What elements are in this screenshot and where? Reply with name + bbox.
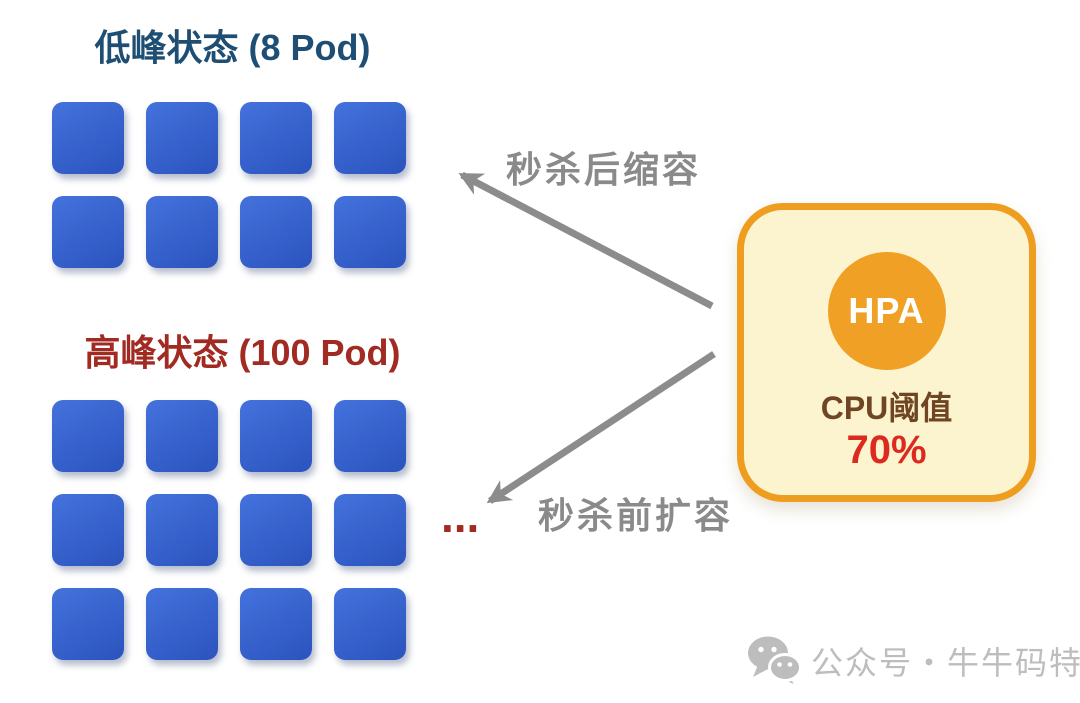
cpu-threshold-label: CPU阈值: [820, 390, 953, 426]
pod-square: [146, 588, 218, 660]
scale-down-label: 秒杀后缩容: [506, 149, 702, 190]
high-state-pod-grid: [52, 400, 406, 660]
cpu-threshold-value: 70%: [846, 428, 927, 472]
pod-square: [146, 196, 218, 268]
pod-square: [334, 102, 406, 174]
pod-square: [334, 588, 406, 660]
watermark: 公众号・牛牛码特: [747, 636, 1080, 686]
pod-square: [240, 400, 312, 472]
high-state-title: 高峰状态 (100 Pod): [84, 332, 401, 373]
pod-square: [52, 400, 124, 472]
pod-square: [240, 102, 312, 174]
pod-square: [146, 494, 218, 566]
pod-square: [52, 588, 124, 660]
pod-square: [52, 102, 124, 174]
pod-square: [334, 400, 406, 472]
pod-square: [240, 494, 312, 566]
hpa-circle: HPA: [827, 252, 946, 370]
hpa-label: HPA: [848, 290, 925, 331]
pod-square: [334, 196, 406, 268]
watermark-text: 公众号・牛牛码特: [811, 645, 1080, 681]
pod-square: [240, 588, 312, 660]
pod-square: [146, 400, 218, 472]
hpa-box: HPA CPU阈值 70%: [737, 203, 1036, 502]
scale-up-arrow: [486, 351, 716, 504]
low-state-pod-grid: [52, 102, 406, 268]
pod-square: [52, 494, 124, 566]
scale-up-label: 秒杀前扩容: [538, 495, 734, 536]
wechat-icon: [748, 636, 801, 686]
pod-square: [334, 494, 406, 566]
more-pods-ellipsis: ...: [441, 490, 480, 542]
pod-square: [52, 196, 124, 268]
pod-square: [240, 196, 312, 268]
pod-square: [146, 102, 218, 174]
low-state-title: 低峰状态 (8 Pod): [94, 27, 371, 68]
scale-down-arrow: [458, 171, 714, 310]
